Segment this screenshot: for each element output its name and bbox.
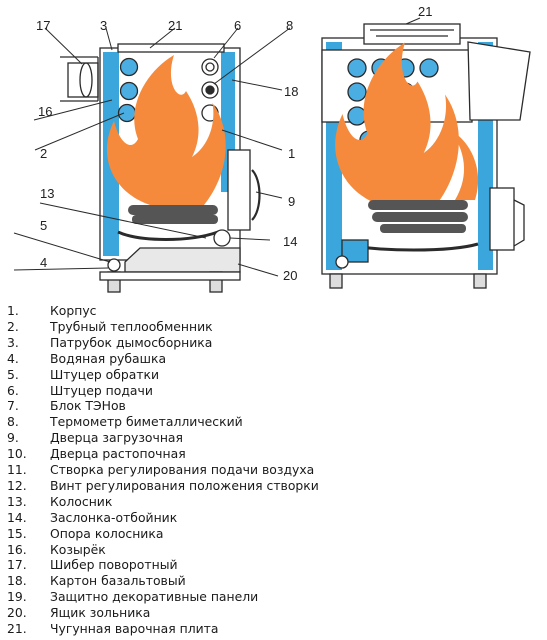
left-base bbox=[99, 271, 241, 281]
flap-plate bbox=[213, 229, 231, 247]
smoke-pipe bbox=[467, 41, 531, 121]
left-ash-pan bbox=[124, 247, 241, 273]
right-flame bbox=[335, 42, 479, 206]
boiler-diagram: 17 3 21 6 8 18 16 2 1 9 13 14 5 4 20 21 bbox=[13, 4, 531, 293]
callout-20: 20 bbox=[283, 268, 297, 283]
legend-text: Картон базальтовый bbox=[50, 573, 186, 589]
left-boiler-section bbox=[60, 43, 261, 293]
legend-text: Шибер поворотный bbox=[50, 557, 178, 573]
legend-text: Водяная рубашка bbox=[50, 350, 167, 366]
legend-text: Чугунная варочная плита bbox=[50, 621, 219, 636]
legend-number: 10. bbox=[7, 446, 27, 462]
left-logs bbox=[128, 205, 218, 224]
legend-number: 15. bbox=[7, 525, 27, 541]
callout-1: 1 bbox=[288, 146, 295, 161]
right-logs bbox=[368, 200, 468, 233]
callout-21-left: 21 bbox=[168, 18, 182, 33]
cooking-plate-rim bbox=[370, 29, 454, 37]
thermometer-core bbox=[205, 85, 215, 95]
legend-text: Трубный теплообменник bbox=[50, 318, 213, 334]
legend-text: Штуцер обратки bbox=[50, 366, 160, 382]
loading-door bbox=[227, 149, 251, 231]
legend-number: 13. bbox=[7, 493, 27, 509]
legend-text: Заслонка-отбойник bbox=[50, 509, 178, 525]
callout-14: 14 bbox=[283, 234, 297, 249]
return-fitting bbox=[107, 258, 121, 272]
callout-8: 8 bbox=[286, 18, 293, 33]
heating-element-block bbox=[341, 239, 369, 263]
legend-number: 18. bbox=[7, 573, 27, 589]
callout-21-right: 21 bbox=[418, 4, 432, 19]
right-return-fitting bbox=[335, 255, 349, 269]
legend-text: Дверца растопочная bbox=[50, 446, 186, 462]
callout-17: 17 bbox=[36, 18, 50, 33]
callout-3: 3 bbox=[100, 18, 107, 33]
legend-text: Козырёк bbox=[50, 541, 106, 557]
rotary-damper bbox=[79, 62, 93, 98]
legend-text: Ящик зольника bbox=[50, 605, 151, 621]
right-foot-2 bbox=[473, 273, 487, 289]
right-door-handle bbox=[513, 199, 525, 247]
legend-number: 21. bbox=[7, 621, 27, 636]
legend-text: Опора колосника bbox=[50, 525, 164, 541]
legend-number: 20. bbox=[7, 605, 27, 621]
legend-number: 5. bbox=[7, 366, 19, 382]
callout-4: 4 bbox=[40, 255, 47, 270]
callout-2: 2 bbox=[40, 146, 47, 161]
callout-leaders bbox=[13, 17, 421, 277]
legend-number: 8. bbox=[7, 414, 19, 430]
legend-number: 2. bbox=[7, 318, 19, 334]
legend-number: 19. bbox=[7, 589, 27, 605]
left-flame bbox=[106, 54, 226, 205]
damper-box bbox=[67, 62, 99, 98]
callout-9: 9 bbox=[288, 194, 295, 209]
legend-text: Термометр биметаллический bbox=[50, 414, 243, 430]
left-grate bbox=[117, 230, 219, 241]
legend-number: 14. bbox=[7, 509, 27, 525]
legend-text: Корпус bbox=[50, 303, 97, 318]
legend-number: 7. bbox=[7, 398, 19, 414]
legend-number: 9. bbox=[7, 430, 19, 446]
legend-number: 17. bbox=[7, 557, 27, 573]
supply-fitting-inner bbox=[205, 62, 215, 72]
left-top-plate bbox=[117, 43, 225, 53]
legend-number: 4. bbox=[7, 350, 19, 366]
callout-18: 18 bbox=[284, 84, 298, 99]
legend-number: 3. bbox=[7, 334, 19, 350]
callout-16: 16 bbox=[38, 104, 52, 119]
legend-number: 6. bbox=[7, 382, 19, 398]
legend-text: Дверца загрузочная bbox=[50, 430, 183, 446]
legend-text: Колосник bbox=[50, 493, 113, 509]
legend-number: 1. bbox=[7, 303, 19, 318]
legend-text: Винт регулирования положения створки bbox=[50, 477, 319, 493]
legend-text: Защитно декоративные панели bbox=[50, 589, 259, 605]
right-boiler-section bbox=[321, 23, 531, 289]
legend-text: Штуцер подачи bbox=[50, 382, 153, 398]
cast-iron-cooking-plate bbox=[363, 23, 461, 45]
legend-number: 12. bbox=[7, 477, 27, 493]
legend-text: Створка регулирования подачи воздуха bbox=[50, 462, 315, 477]
legend-text: Патрубок дымосборника bbox=[50, 334, 213, 350]
legend-number: 11. bbox=[7, 462, 27, 477]
right-foot-1 bbox=[329, 273, 343, 289]
callout-6: 6 bbox=[234, 18, 241, 33]
visor-lines bbox=[60, 56, 99, 102]
loading-door-handle bbox=[251, 169, 261, 221]
callout-13: 13 bbox=[40, 186, 54, 201]
legend-text: Блок ТЭНов bbox=[50, 398, 126, 414]
right-loading-door bbox=[489, 187, 515, 251]
callout-5: 5 bbox=[40, 218, 47, 233]
legend-number: 16. bbox=[7, 541, 27, 557]
